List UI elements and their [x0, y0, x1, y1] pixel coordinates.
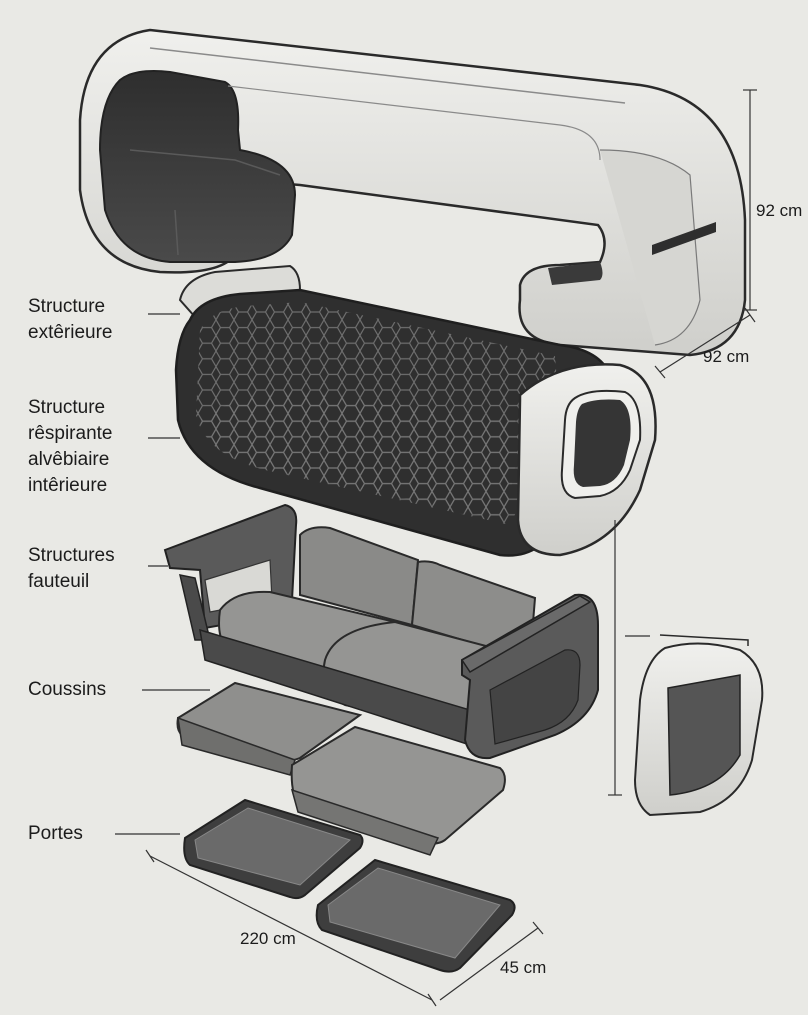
label-inner-structure-line2: rêspirante: [28, 423, 113, 444]
sofa-frame: [163, 503, 599, 760]
label-inner-structure: Structure rêspirante alvêbiaire intêrieu…: [28, 395, 113, 499]
label-armchair-structure: Structures fauteuil: [28, 543, 115, 595]
outer-shell: [78, 28, 747, 357]
dimension-height: 92 cm: [756, 201, 803, 220]
label-outer-structure: Structure extêrieure: [28, 294, 113, 346]
label-inner-structure-line4: intêrieure: [28, 475, 108, 496]
dimension-door-depth: 45 cm: [500, 958, 547, 977]
leader-lines: [115, 313, 650, 835]
label-armchair-structure-line2: fauteuil: [28, 571, 90, 592]
label-inner-structure-line1: Structure: [28, 397, 106, 418]
dimension-lines: [145, 89, 757, 1007]
dimension-depth: 92 cm: [703, 347, 750, 366]
label-outer-structure-line1: Structure: [28, 296, 106, 317]
dimension-width: 220 cm: [240, 929, 296, 948]
label-armchair-structure-line1: Structures: [28, 545, 115, 566]
label-doors: Portes: [28, 823, 83, 844]
loose-cushions: [176, 681, 506, 856]
inner-honeycomb-structure: [174, 264, 657, 557]
side-end-panel: [633, 634, 764, 817]
label-cushions: Coussins: [28, 679, 107, 700]
label-outer-structure-line2: extêrieure: [28, 322, 113, 343]
label-inner-structure-line3: alvêbiaire: [28, 449, 110, 470]
door-panels: [183, 798, 516, 973]
